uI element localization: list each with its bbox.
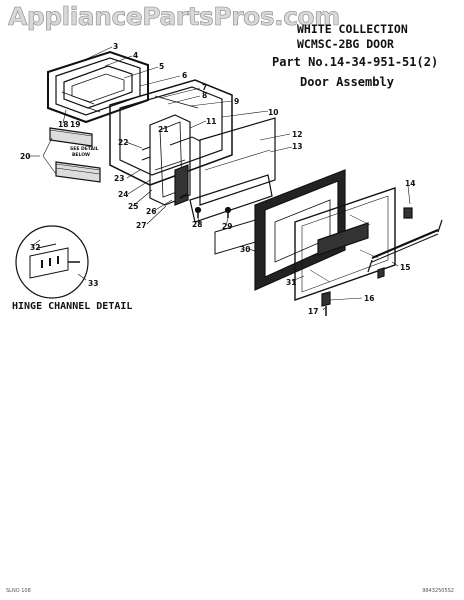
footer-code: 98432505S2: [422, 588, 454, 594]
callout-16: 16: [364, 294, 374, 303]
hinge-channel-blocks: [49, 127, 101, 183]
callout-25: 25: [128, 202, 138, 211]
callout-29: 29: [222, 222, 232, 231]
hinge-detail-caption: HINGE CHANNEL DETAIL: [12, 301, 133, 312]
callout-32: 32: [30, 243, 40, 252]
footer-left: SLNO 108: [6, 588, 31, 594]
callout-18: 18: [58, 120, 68, 129]
callout-10: 10: [268, 108, 278, 117]
callout-13: 13: [292, 142, 302, 151]
callout-28: 28: [192, 220, 202, 229]
callout-31: 31: [286, 278, 296, 287]
callout-21: 21: [158, 125, 168, 134]
callout-4: 4: [133, 51, 138, 60]
callout-7: 7: [202, 83, 207, 92]
callout-14: 14: [405, 179, 415, 188]
callout-leaders: [28, 46, 411, 311]
callout-26: 26: [146, 207, 156, 216]
callout-11: 11: [206, 117, 216, 126]
callout-5: 5: [159, 62, 164, 71]
callout-22: 22: [118, 138, 128, 147]
door-handle: [367, 207, 443, 273]
callout-17: 17: [308, 307, 318, 316]
callout-33: 33: [88, 279, 98, 288]
hinge-channel-detail: [15, 225, 89, 299]
site-watermark: AppliancePartsPros.com: [8, 2, 341, 32]
callout-6: 6: [182, 71, 187, 80]
callout-27: 27: [136, 221, 146, 230]
outer-door-panel: [254, 169, 346, 291]
door-window-panel: [109, 79, 233, 186]
detail-note-line1: SEE DETAIL: [70, 146, 99, 152]
callout-3: 3: [113, 42, 118, 51]
callout-8: 8: [202, 91, 207, 100]
callout-30: 30: [240, 245, 250, 254]
callout-15: 15: [400, 263, 410, 272]
collection-title: WHITE COLLECTION: [297, 22, 408, 36]
callout-24: 24: [118, 190, 128, 199]
assembly-title: Door Assembly: [300, 75, 394, 89]
part-number: Part No.14-34-951-51(2): [272, 55, 439, 69]
callout-20: 20: [20, 152, 30, 161]
inner-door-frame: [47, 50, 149, 124]
model-title: WCMSC-2BG DOOR: [297, 37, 394, 51]
callout-12: 12: [292, 130, 302, 139]
hinge-bracket: [141, 114, 201, 206]
callout-9: 9: [234, 97, 239, 106]
detail-note-line2: BELOW: [72, 152, 90, 158]
callout-labels: 3 4 5 6 7 8 9 10 11 12 13 14 15 16 17 18…: [20, 42, 415, 316]
door-hardware: [179, 193, 385, 316]
callout-19: 19: [70, 120, 80, 129]
callout-23: 23: [114, 174, 124, 183]
